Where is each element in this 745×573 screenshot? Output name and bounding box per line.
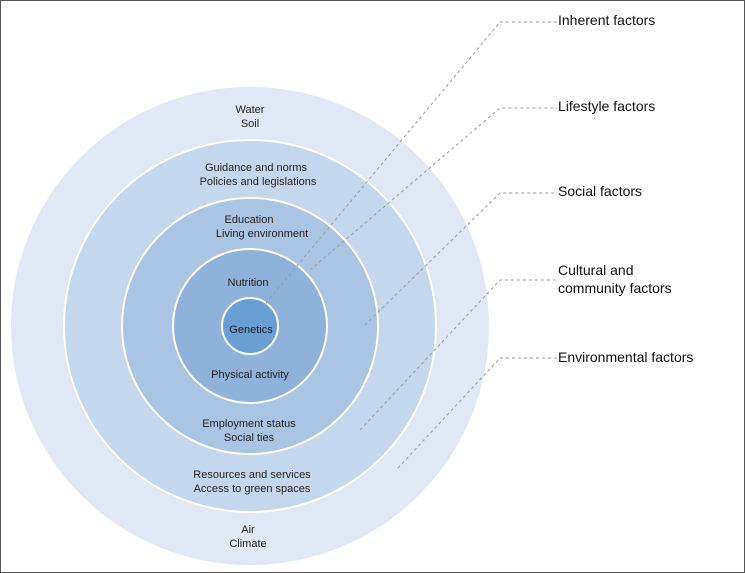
leader-line-inherent — [261, 21, 557, 309]
leader-line-social — [364, 192, 557, 326]
cultural-top-line2: Policies and legislations — [200, 176, 317, 188]
cultural-bottom-line1: Resources and services — [193, 469, 311, 481]
cultural-bottom-line2: Access to green spaces — [194, 483, 311, 495]
lifestyle-top-line: Nutrition — [228, 277, 269, 289]
environmental-bottom-line2: Climate — [229, 538, 266, 550]
cultural-top-line1: Guidance and norms — [205, 162, 308, 174]
leader-line-cultural — [359, 279, 557, 431]
label-cultural-factors-line2: community factors — [558, 280, 672, 296]
label-cultural-factors-line1: Cultural and — [558, 262, 634, 278]
environmental-top-line2: Soil — [241, 118, 259, 130]
environmental-top-line1: Water — [236, 104, 265, 116]
social-top-line2: Living environment — [216, 228, 308, 240]
label-lifestyle-factors: Lifestyle factors — [558, 98, 655, 114]
label-inherent-factors: Inherent factors — [558, 12, 655, 28]
social-bottom-line1: Employment status — [202, 418, 296, 430]
label-environmental-factors: Environmental factors — [558, 349, 693, 365]
environmental-bottom-line1: Air — [241, 524, 255, 536]
lifestyle-bottom-line: Physical activity — [211, 369, 289, 381]
social-top-line1: Education — [225, 214, 274, 226]
social-bottom-line2: Social ties — [224, 432, 275, 444]
leader-line-environmental — [397, 357, 557, 469]
label-social-factors: Social factors — [558, 183, 642, 199]
inherent-label: Genetics — [229, 324, 273, 336]
ring-inherent — [221, 297, 279, 355]
